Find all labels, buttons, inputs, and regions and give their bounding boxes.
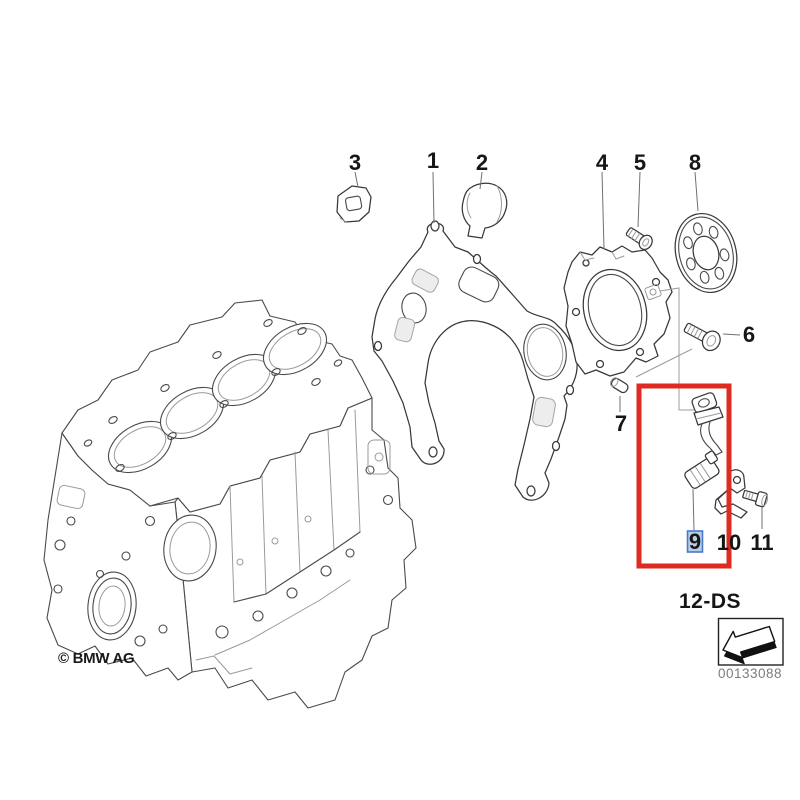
part-2-cap[interactable] xyxy=(461,182,508,239)
callout-1[interactable]: 1 xyxy=(427,148,439,173)
callout-8[interactable]: 8 xyxy=(689,150,701,175)
part-7-dowel[interactable] xyxy=(609,376,629,394)
callout-7[interactable]: 7 xyxy=(615,411,627,436)
assembly-leader-line xyxy=(659,287,694,411)
callout-9-highlight xyxy=(686,530,704,553)
callout-5[interactable]: 5 xyxy=(634,150,646,175)
crank-seal-bore xyxy=(87,571,137,641)
part-6-bolt[interactable] xyxy=(681,318,723,353)
part-1-gasket[interactable] xyxy=(371,220,578,501)
part-11-screw[interactable] xyxy=(742,487,770,508)
part-3-plug-cap[interactable] xyxy=(336,185,372,223)
callout-9-selected[interactable]: 9 xyxy=(689,529,701,554)
callout-labels: 1 2 3 4 5 6 7 8 9 10 11 xyxy=(349,148,774,555)
callout-leader-lines xyxy=(354,171,763,531)
engine-block-drawing xyxy=(43,299,417,709)
part-4-seal-cover[interactable] xyxy=(563,245,673,377)
copyright-notice: © BMW AG xyxy=(58,650,134,667)
deck-bolt-holes xyxy=(83,319,343,472)
front-bolt-holes xyxy=(53,484,168,647)
part-8-increment-wheel[interactable] xyxy=(667,207,746,300)
selection-highlight-box xyxy=(636,383,732,569)
image-number: 00133088 xyxy=(718,666,782,681)
callout-6[interactable]: 6 xyxy=(743,322,755,347)
assembly-leader-line-2 xyxy=(635,348,693,378)
block-side-ribs xyxy=(195,409,394,675)
cylinder-bores xyxy=(108,322,327,474)
section-code: 12-DS xyxy=(679,590,741,613)
part-9-crankshaft-sensor[interactable] xyxy=(681,392,725,490)
callout-11[interactable]: 11 xyxy=(750,530,773,555)
callout-10[interactable]: 10 xyxy=(717,530,741,555)
callout-4[interactable]: 4 xyxy=(596,150,609,175)
callout-2[interactable]: 2 xyxy=(476,150,488,175)
direction-legend xyxy=(717,617,784,666)
direction-arrow-icon xyxy=(722,625,777,665)
callout-3[interactable]: 3 xyxy=(349,150,361,175)
part-5-bolt[interactable] xyxy=(624,225,655,252)
front-opening xyxy=(163,514,217,582)
part-10-bracket[interactable] xyxy=(714,469,748,519)
